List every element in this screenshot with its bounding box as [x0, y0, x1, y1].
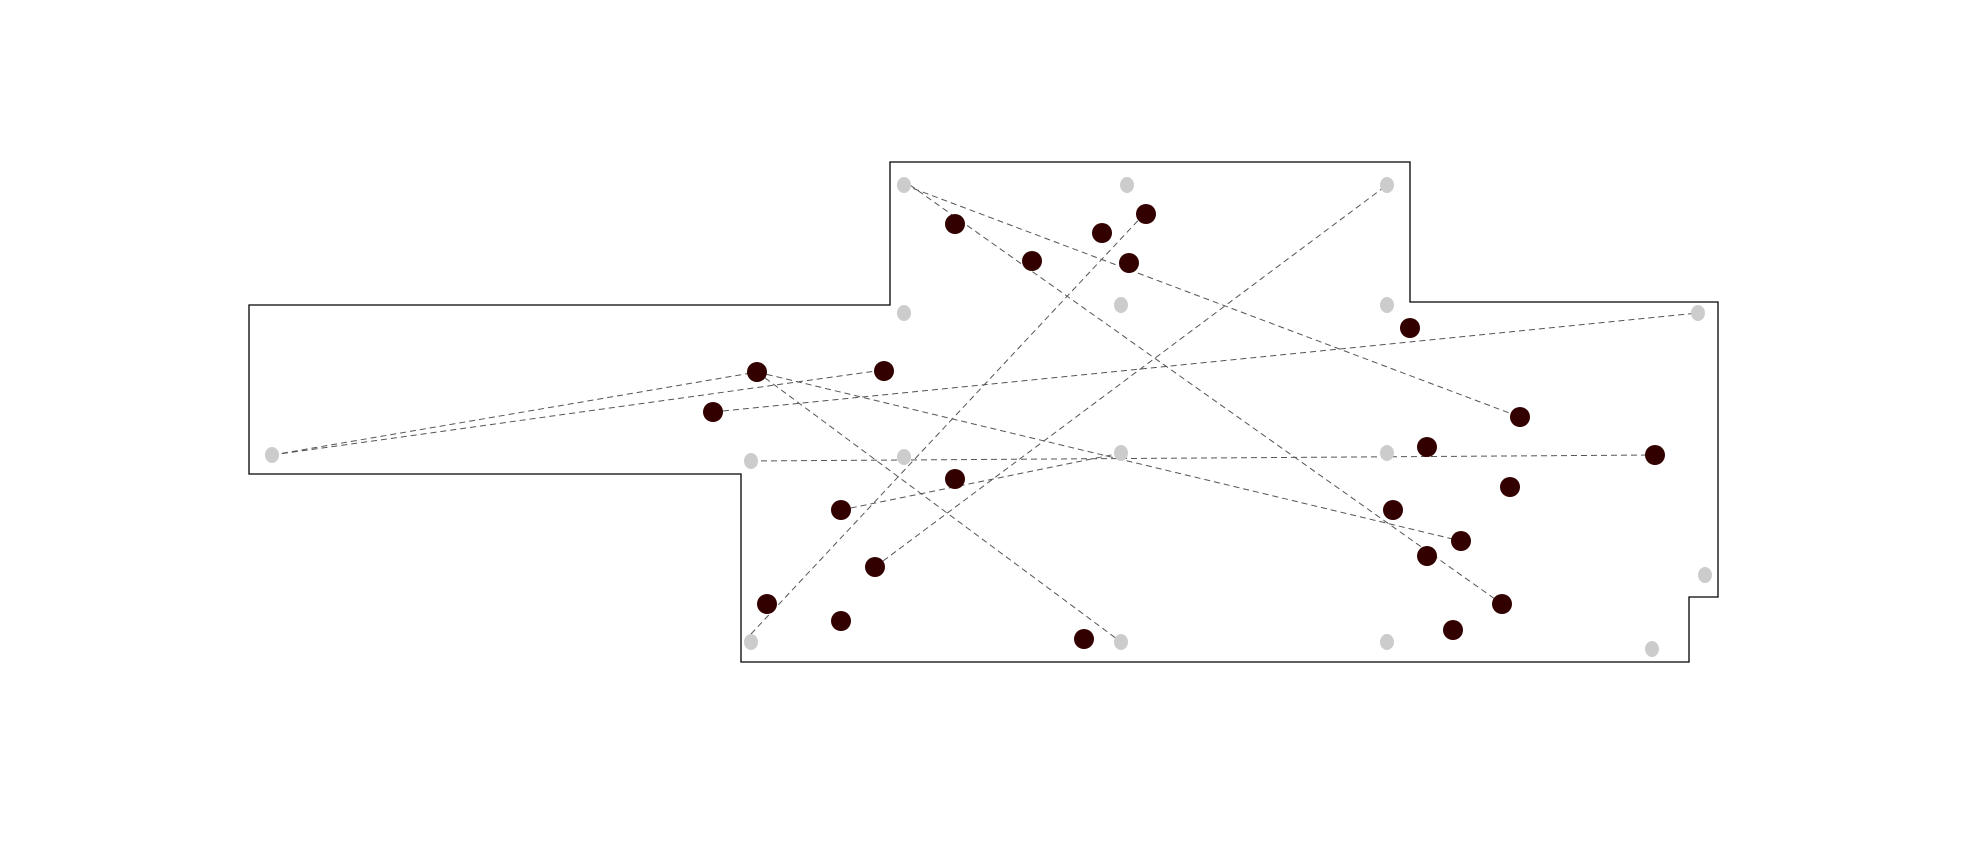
marker-dot [757, 594, 777, 614]
anchor-point [1691, 305, 1705, 321]
marker-dot [1092, 223, 1112, 243]
connection-line [903, 184, 1521, 418]
marker-dot [1417, 546, 1437, 566]
marker-dot [945, 469, 965, 489]
anchor-point [1114, 445, 1128, 461]
marker-dot [1119, 253, 1139, 273]
marker-dot [1074, 629, 1094, 649]
marker-dot [1500, 477, 1520, 497]
anchor-point [897, 449, 911, 465]
connection-line [756, 371, 1462, 542]
marker-dot [874, 361, 894, 381]
marker-dot [1136, 204, 1156, 224]
marker-dot [945, 214, 965, 234]
connection-line [909, 184, 1503, 605]
anchor-point [744, 634, 758, 650]
floor-outline-layer [248, 161, 1719, 663]
anchor-point [1645, 641, 1659, 657]
marker-dot [831, 611, 851, 631]
connection-line [271, 370, 877, 456]
anchor-point [1114, 634, 1128, 650]
marker-dot [1400, 318, 1420, 338]
anchor-point [897, 177, 911, 193]
anchor-point [1380, 177, 1394, 193]
connection-line [874, 184, 1388, 568]
marker-dot [831, 500, 851, 520]
connection-line [712, 312, 1699, 413]
connection-line [750, 211, 1147, 635]
anchor-point [1114, 297, 1128, 313]
connection-line [271, 371, 758, 456]
marker-dot [1022, 251, 1042, 271]
connection-line [756, 371, 1122, 643]
marker-dot [1417, 437, 1437, 457]
anchor-point [1380, 445, 1394, 461]
marker-dot [1443, 620, 1463, 640]
markers-layer [703, 204, 1665, 649]
anchor-point [1380, 634, 1394, 650]
marker-dot [1510, 407, 1530, 427]
anchor-point [1380, 297, 1394, 313]
marker-dot [1451, 531, 1471, 551]
connection-line [840, 452, 1122, 511]
connection-line [750, 454, 1656, 462]
anchor-point [1120, 177, 1134, 193]
marker-dot [1492, 594, 1512, 614]
marker-dot [747, 362, 767, 382]
marker-dot [1645, 445, 1665, 465]
anchor-point [265, 447, 279, 463]
connection-lines-layer [271, 184, 1699, 643]
anchor-point [1698, 567, 1712, 583]
marker-dot [865, 557, 885, 577]
marker-dot [703, 402, 723, 422]
marker-dot [1383, 500, 1403, 520]
anchor-point [744, 453, 758, 469]
anchor-points-layer [265, 177, 1712, 657]
anchor-point [897, 305, 911, 321]
floor-outline [248, 161, 1719, 663]
